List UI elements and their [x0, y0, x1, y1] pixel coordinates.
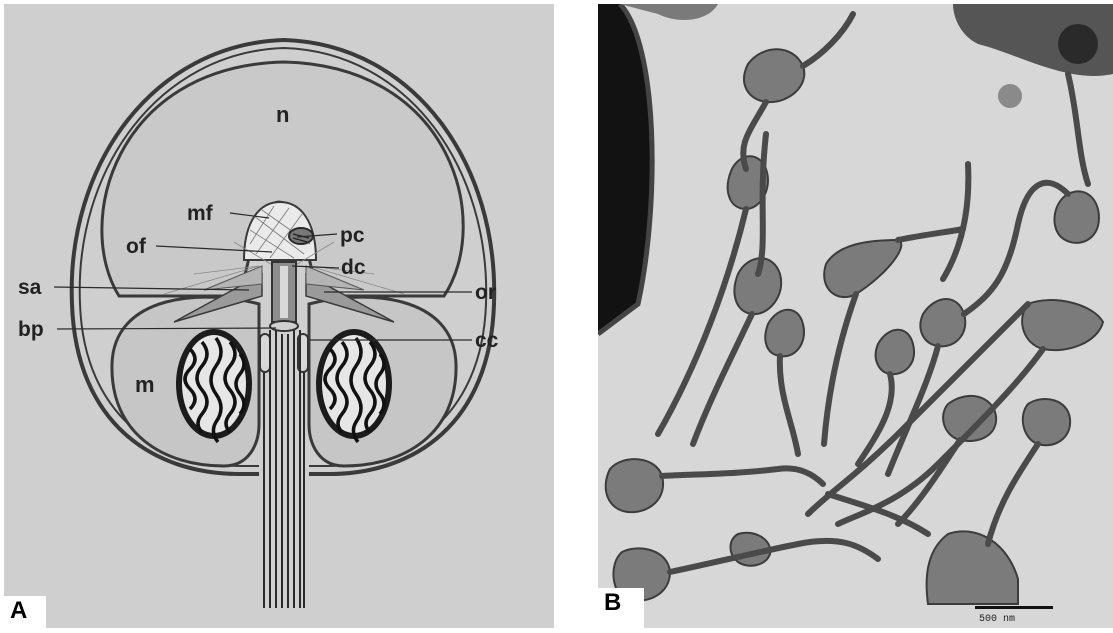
scale-bar-line [975, 606, 1053, 609]
panel-b-micrograph [598, 4, 1113, 628]
micrograph-image [598, 4, 1113, 628]
label-cc: cc [475, 329, 499, 352]
connecting-cylinder-left [260, 334, 270, 372]
label-of: of [126, 235, 147, 258]
cell-schematic: n mf pc of dc sa or bp cc m [4, 4, 554, 628]
axoneme [264, 330, 304, 608]
panel-a-diagram: n mf pc of dc sa or bp cc m [4, 4, 554, 628]
label-dc: dc [341, 256, 366, 279]
panel-b-letter: B [598, 588, 644, 628]
label-bp: bp [18, 318, 44, 341]
label-n: n [276, 102, 289, 127]
label-pc: pc [340, 224, 365, 247]
label-m: m [135, 372, 155, 397]
panel-a-letter: A [4, 596, 46, 628]
sperm-tails [658, 14, 1088, 572]
scale-bar: 500 nm [975, 606, 1053, 628]
basal-plate [270, 321, 298, 331]
label-sa: sa [18, 276, 42, 299]
label-mf: mf [187, 202, 214, 225]
sperm-profiles [606, 49, 1103, 604]
scale-bar-label: 500 nm [979, 614, 1015, 625]
label-or: or [475, 281, 496, 304]
